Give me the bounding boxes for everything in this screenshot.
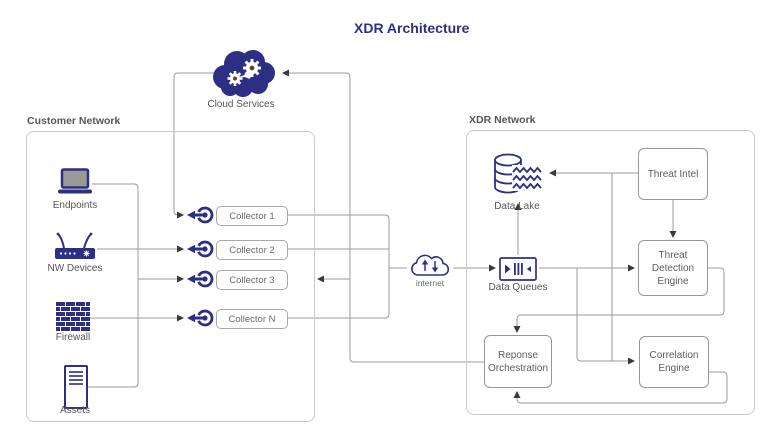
firewall-label: Firewall	[55, 332, 91, 343]
correlation-engine-box: Correlation Engine	[639, 336, 709, 388]
gear-icon	[227, 71, 243, 86]
xdr-network-box	[466, 130, 755, 415]
xdr-network-label: XDR Network	[469, 114, 536, 126]
assets-label: Assets	[59, 405, 90, 416]
laptop-icon	[58, 168, 92, 194]
collector-1-box: Collector 1	[216, 206, 288, 226]
data-queues-label: Data Queues	[488, 282, 548, 293]
up-down-arrows	[421, 259, 439, 273]
gear-icon	[243, 59, 261, 77]
diagram-title: XDR Architecture	[354, 20, 470, 36]
data-queues-icon	[499, 257, 537, 281]
nw-devices-label: NW Devices	[47, 263, 103, 274]
threat-intel-box: Threat Intel	[638, 148, 708, 200]
endpoints-label: Endpoints	[52, 200, 98, 211]
router-icon	[55, 232, 95, 259]
server-icon	[64, 365, 88, 409]
data-lake-label: Data Lake	[494, 201, 540, 212]
plug-icon	[187, 270, 214, 288]
response-orchestration-box: Reponse Orchestration	[484, 335, 552, 388]
internet-cloud-icon	[411, 254, 450, 276]
plug-icon	[187, 206, 214, 224]
firewall-icon	[56, 302, 90, 331]
threat-detection-engine-box: Threat Detection Engine	[638, 240, 708, 296]
collector-2-box: Collector 2	[216, 240, 288, 260]
plug-icon	[187, 309, 214, 327]
data-lake-icon	[494, 153, 544, 194]
cloud-services-icon	[213, 50, 275, 97]
internet-label: internet	[415, 278, 445, 288]
collector-n-box: Collector N	[216, 309, 288, 329]
cloud-services-label: Cloud Services	[207, 99, 275, 110]
collector-3-box: Collector 3	[216, 270, 288, 290]
customer-network-label: Customer Network	[27, 115, 121, 127]
plug-icon	[187, 240, 214, 258]
customer-network-box	[26, 131, 315, 422]
